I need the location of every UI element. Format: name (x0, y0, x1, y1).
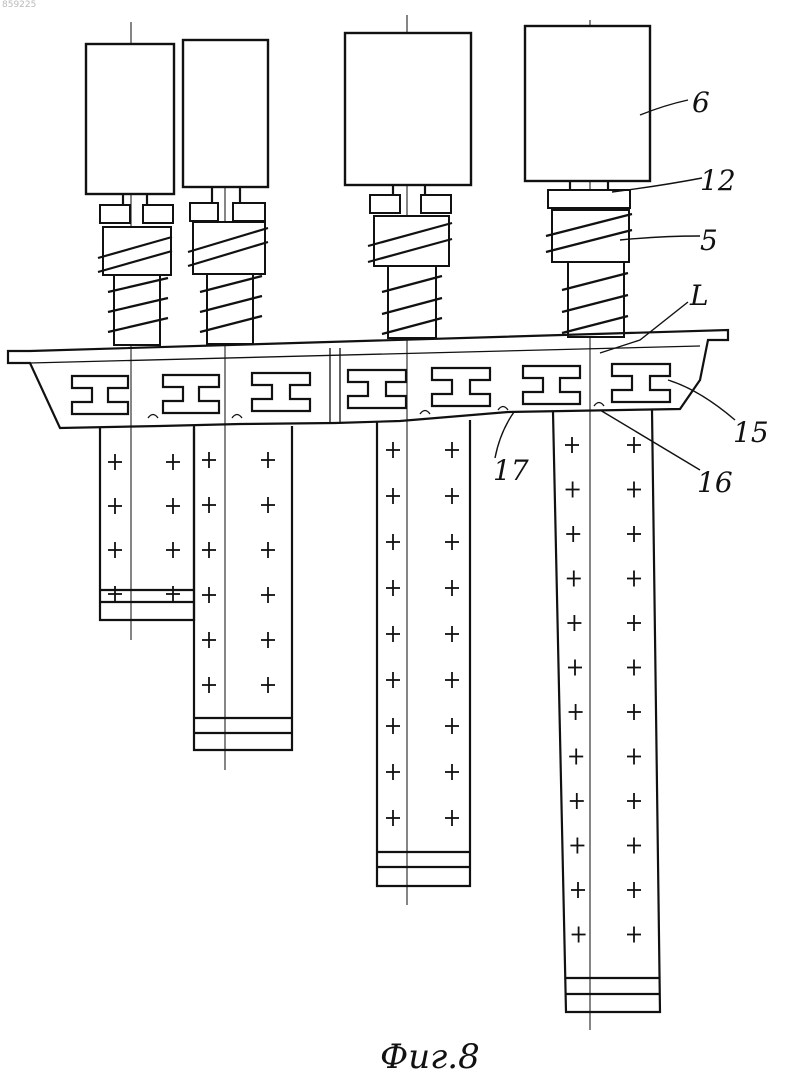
label-12: 12 (700, 164, 736, 197)
label-6: 6 (692, 86, 710, 119)
cross-mark (202, 452, 216, 468)
spring-assembly (368, 185, 452, 338)
cross-mark (445, 488, 459, 504)
cross-mark (627, 793, 641, 809)
cross-mark (627, 437, 641, 453)
cassette (377, 420, 470, 886)
motor-block (86, 44, 174, 194)
figure-caption: Фиг.8 (380, 1037, 480, 1077)
label-L: L (689, 279, 709, 312)
cross-mark (166, 454, 180, 470)
carrier-profile (163, 375, 219, 413)
spring-assembly (546, 181, 632, 337)
cross-mark (570, 838, 584, 854)
cross-mark (568, 660, 582, 676)
cross-mark (108, 454, 122, 470)
label-17: 17 (493, 454, 529, 487)
cross-mark (386, 488, 400, 504)
motor-block (525, 26, 650, 181)
cross-mark (445, 534, 459, 550)
cross-mark (445, 810, 459, 826)
cross-mark (202, 587, 216, 603)
cross-mark (569, 749, 583, 765)
cross-mark (627, 526, 641, 542)
cross-mark (386, 764, 400, 780)
cross-mark (202, 497, 216, 513)
cross-mark (386, 626, 400, 642)
cross-mark (445, 442, 459, 458)
cross-mark (445, 626, 459, 642)
cross-mark (166, 542, 180, 558)
spring-assembly (98, 194, 173, 345)
cross-mark (202, 677, 216, 693)
cross-mark (386, 580, 400, 596)
label-5: 5 (700, 224, 718, 257)
carrier-profile (72, 376, 128, 414)
spring-assemblies (98, 181, 632, 345)
cross-mark (386, 672, 400, 688)
cross-mark (386, 534, 400, 550)
carrier-profile (612, 364, 670, 402)
cross-mark (108, 542, 122, 558)
cross-mark (445, 718, 459, 734)
cross-mark (445, 764, 459, 780)
cross-mark (572, 927, 586, 943)
spring-assembly (188, 187, 268, 344)
cross-mark (261, 587, 275, 603)
cross-mark (386, 442, 400, 458)
cross-mark (108, 498, 122, 514)
cross-mark (627, 749, 641, 765)
cross-mark (445, 672, 459, 688)
cross-mark (202, 542, 216, 558)
cross-mark (627, 615, 641, 631)
motor-block (345, 33, 471, 185)
cross-mark (166, 498, 180, 514)
cross-mark (166, 586, 180, 602)
cross-mark (261, 452, 275, 468)
label-16: 16 (697, 466, 733, 499)
cross-mark (570, 793, 584, 809)
cassette (553, 410, 660, 1012)
cross-mark (567, 615, 581, 631)
carrier-profiles (72, 364, 670, 414)
cross-mark (627, 704, 641, 720)
cross-mark (261, 677, 275, 693)
cross-mark (261, 497, 275, 513)
cross-mark (565, 437, 579, 453)
cross-mark (571, 882, 585, 898)
carrier-profile (432, 368, 490, 406)
label-15: 15 (733, 416, 769, 449)
carrier-profile (348, 370, 406, 408)
motor-blocks (86, 26, 650, 194)
cross-mark (386, 718, 400, 734)
cross-mark (627, 838, 641, 854)
cross-mark (108, 586, 122, 602)
cross-mark (567, 571, 581, 587)
cross-mark (445, 580, 459, 596)
cross-mark (627, 660, 641, 676)
cross-mark (627, 927, 641, 943)
cross-marks (108, 437, 641, 943)
cross-mark (569, 704, 583, 720)
cross-mark (386, 810, 400, 826)
cross-mark (627, 571, 641, 587)
cross-mark (566, 482, 580, 498)
cross-mark (202, 632, 216, 648)
carrier-profile (523, 366, 580, 404)
cross-mark (261, 632, 275, 648)
cross-mark (627, 882, 641, 898)
cross-mark (627, 482, 641, 498)
cross-mark (566, 526, 580, 542)
carrier-profile (252, 373, 310, 411)
motor-block (183, 40, 268, 187)
cross-mark (261, 542, 275, 558)
